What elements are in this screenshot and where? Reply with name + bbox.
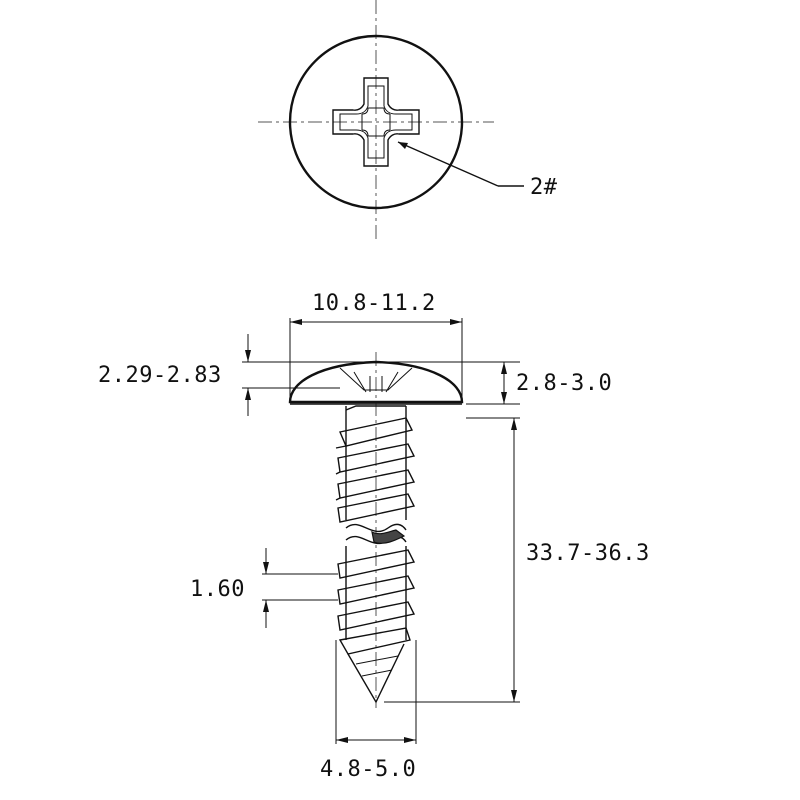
dim-thread-pitch: 1.60 [190,548,338,628]
phillips-recess-inner-icon [339,85,413,159]
break-hatch [371,529,406,544]
top-view: 2# [258,0,558,242]
length-label: 33.7-36.3 [526,541,650,566]
thread-upper-section [335,405,416,523]
thread-lower-section [337,546,416,704]
head-outline-circle [288,34,464,210]
head-dome-label: 2.29-2.83 [98,363,222,388]
dim-length: 33.7-36.3 [384,417,650,703]
head-recess-profile [339,367,413,393]
screw-point [347,643,405,704]
dim-head-dome: 2.29-2.83 [98,334,376,416]
phillips-recess-icon [332,77,420,167]
thread-diameter-label: 4.8-5.0 [320,757,416,782]
head-diameter-label: 10.8-11.2 [312,291,436,316]
thread-break-section [345,523,407,545]
dim-head-height: 2.8-3.0 [376,361,612,405]
head-height-label: 2.8-3.0 [516,371,612,396]
thread-pitch-label: 1.60 [190,577,245,602]
drive-size-label: 2# [530,175,558,200]
dim-thread-diameter: 4.8-5.0 [320,640,417,782]
dim-head-diameter: 10.8-11.2 [289,291,463,398]
drive-label-leader-arrow-icon [398,142,408,149]
side-view: 10.8-11.2 2.29-2.83 2.8-3.0 [98,291,650,782]
phillips-recess-center-icon [361,107,391,137]
drive-label-leader-line [397,141,499,187]
